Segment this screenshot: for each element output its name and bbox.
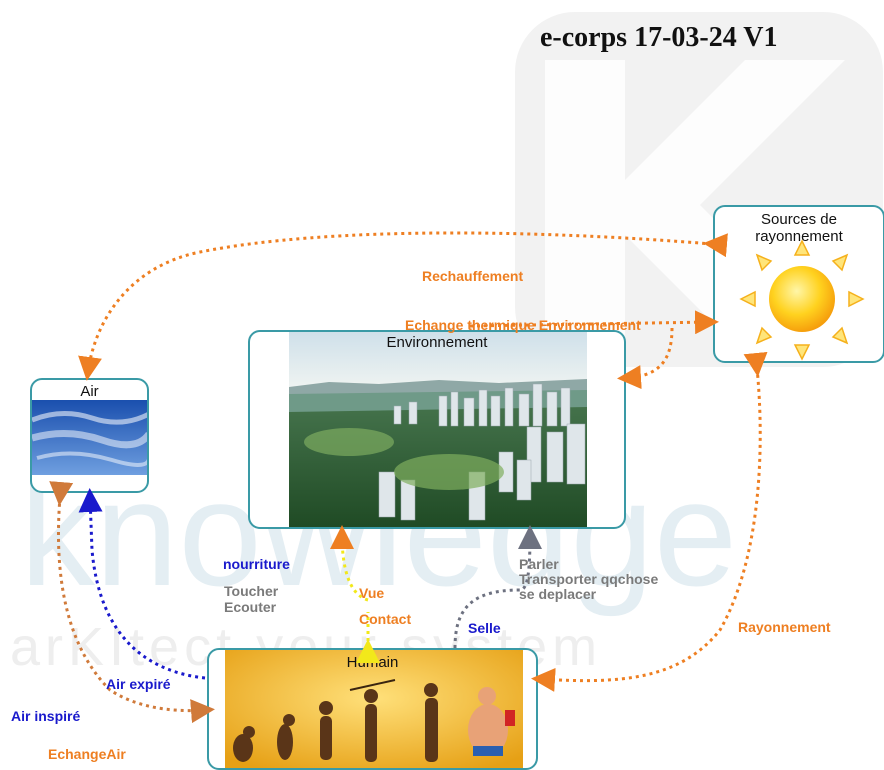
label-se-deplacer: se deplacer (519, 586, 597, 602)
label-air-inspire: Air inspiré (11, 708, 81, 724)
node-air-label: Air (80, 383, 99, 400)
label-selle: Selle (468, 620, 501, 636)
node-sources-label: Sources de rayonnement (755, 211, 843, 245)
label-air-expire: Air expiré (106, 676, 171, 692)
node-environnement[interactable]: Environnement (248, 330, 626, 529)
label-rechauffement: Rechauffement (422, 268, 524, 284)
node-humain-label: Humain (346, 654, 399, 671)
diagram-title: e-corps 17-03-24 V1 (540, 22, 778, 53)
city-landscape-image (289, 332, 587, 527)
label-parler: Parler (519, 556, 559, 572)
label-nourriture: nourriture (223, 556, 290, 572)
node-sources-rayonnement[interactable]: Sources de rayonnement (713, 205, 884, 363)
label-echange-air: EchangeAir (48, 746, 126, 762)
node-environnement-label: Environnement (386, 334, 488, 351)
sun-icon (739, 239, 865, 361)
label-echange-thermique: Echange thermique Environnement (405, 317, 641, 333)
label-ecouter: Ecouter (224, 599, 277, 615)
human-evolution-image (225, 650, 523, 768)
label-vue: Vue (359, 585, 385, 601)
label-toucher: Toucher (224, 583, 279, 599)
label-transporter: Transporter qqchose (519, 571, 659, 587)
node-humain[interactable]: Humain (207, 648, 538, 770)
label-rayonnement: Rayonnement (738, 619, 831, 635)
label-contact: Contact (359, 611, 412, 627)
sky-image (32, 400, 147, 475)
node-air[interactable]: Air (30, 378, 149, 493)
